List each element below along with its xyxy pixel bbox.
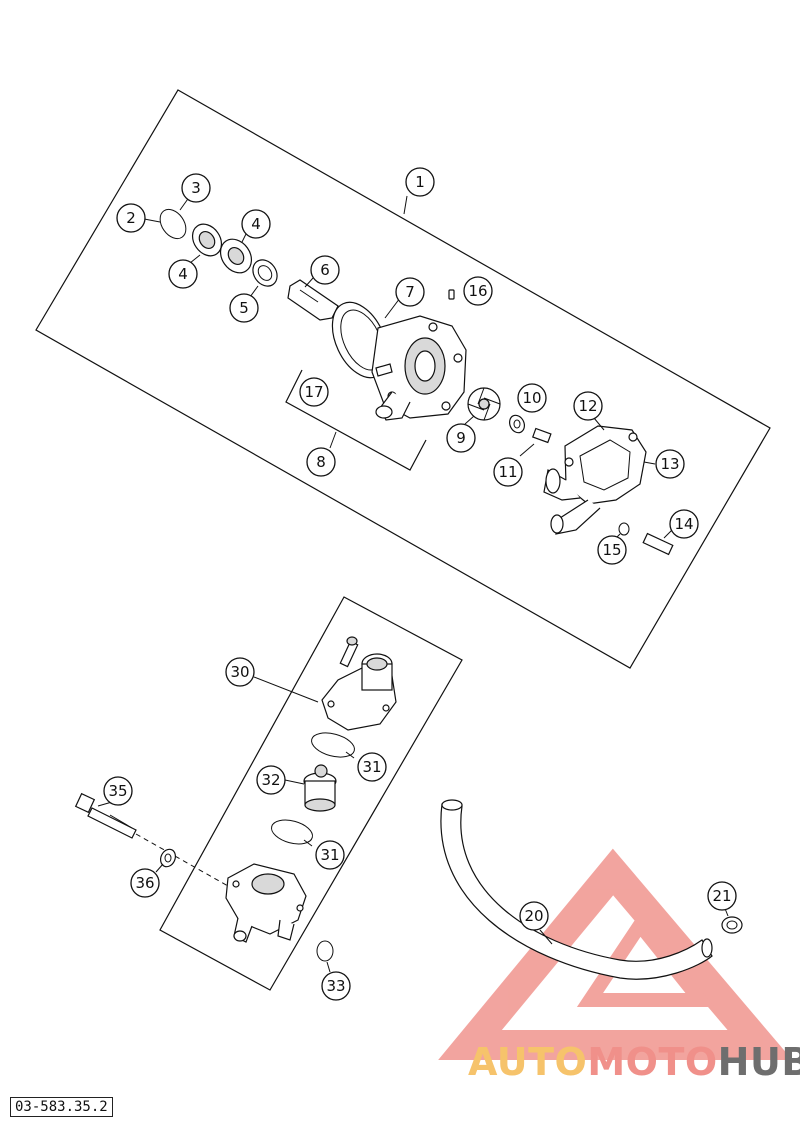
callout-15: 15 (597, 535, 627, 565)
drawing-code-label: 03-583.35.2 (10, 1097, 113, 1117)
svg-text:3: 3 (191, 179, 201, 197)
bolt-washer (155, 848, 176, 873)
callout-36: 36 (130, 868, 160, 898)
cover-screw (642, 529, 674, 556)
watermark-part-auto: AUTO (468, 1040, 588, 1084)
svg-text:10: 10 (522, 389, 541, 407)
callout-33: 33 (321, 971, 351, 1001)
svg-text:9: 9 (456, 429, 466, 447)
callout-6: 6 (310, 255, 340, 285)
watermark-wordmark: AUTOMOTOHUB (468, 1040, 800, 1084)
housing-o-ring (316, 940, 334, 973)
svg-text:31: 31 (362, 758, 381, 776)
svg-text:36: 36 (135, 874, 154, 892)
svg-text:32: 32 (261, 771, 280, 789)
impeller-washer (509, 414, 525, 434)
pump-cover (543, 417, 656, 535)
callout-4-lower: 4 (168, 259, 198, 289)
impeller-screw (519, 427, 552, 457)
svg-text:12: 12 (578, 397, 597, 415)
callout-21: 21 (707, 881, 737, 911)
callout-13: 13 (655, 449, 685, 479)
callout-35: 35 (103, 776, 133, 806)
svg-text:31: 31 (320, 846, 339, 864)
circlip (138, 195, 191, 240)
coolant-hose (440, 799, 713, 980)
hose-clamp (721, 905, 743, 934)
thermostat-group-frame (159, 596, 463, 991)
water-pump-group-frame (35, 89, 771, 669)
callout-8: 8 (306, 447, 336, 477)
callout-10: 10 (517, 383, 547, 413)
thermostat-housing (225, 863, 307, 943)
svg-text:21: 21 (712, 887, 731, 905)
watermark-part-moto: MOTO (587, 1040, 718, 1084)
callout-4-upper: 4 (241, 209, 271, 239)
callout-31-upper: 31 (357, 752, 387, 782)
svg-text:2: 2 (126, 209, 136, 227)
callout-3: 3 (181, 173, 211, 203)
callout-9: 9 (446, 423, 476, 453)
callout-11: 11 (493, 457, 523, 487)
callout-1: 1 (405, 167, 435, 197)
bearing-2 (219, 231, 253, 274)
bearing-1 (189, 223, 223, 264)
svg-text:17: 17 (304, 383, 323, 401)
svg-text:4: 4 (251, 215, 261, 233)
callout-31-lower: 31 (315, 840, 345, 870)
svg-text:35: 35 (108, 782, 127, 800)
callout-12: 12 (573, 391, 603, 421)
svg-text:33: 33 (326, 977, 345, 995)
thermostat-o-ring-top (311, 732, 355, 759)
thermostat-o-ring-bottom (271, 819, 313, 847)
svg-text:30: 30 (230, 663, 249, 681)
callout-14: 14 (669, 509, 699, 539)
callout-7: 7 (395, 277, 425, 307)
svg-text:20: 20 (524, 907, 543, 925)
svg-text:7: 7 (405, 283, 415, 301)
svg-text:11: 11 (498, 463, 517, 481)
svg-text:4: 4 (178, 265, 188, 283)
housing-subgroup-bracket (285, 369, 427, 471)
svg-text:14: 14 (674, 515, 693, 533)
svg-text:8: 8 (316, 453, 326, 471)
svg-text:5: 5 (239, 299, 249, 317)
pump-shaft (287, 277, 339, 321)
callout-17: 17 (299, 377, 329, 407)
thermostat-cover (321, 636, 397, 731)
svg-text:16: 16 (468, 282, 487, 300)
thermostat (284, 764, 337, 812)
impeller (464, 387, 501, 425)
housing-bolt (74, 792, 229, 887)
watermark-part-hub: HUB (717, 1040, 800, 1084)
callout-30: 30 (225, 657, 255, 687)
callout-20: 20 (519, 901, 549, 931)
dowel-pin (448, 289, 455, 300)
svg-text:15: 15 (602, 541, 621, 559)
shaft-seal (249, 259, 278, 298)
callout-16: 16 (463, 276, 493, 306)
svg-text:6: 6 (320, 261, 330, 279)
pump-housing (371, 315, 467, 421)
svg-text:1: 1 (415, 173, 425, 191)
svg-text:13: 13 (660, 455, 679, 473)
callout-5: 5 (229, 293, 259, 323)
callout-32: 32 (256, 765, 286, 795)
callout-2: 2 (116, 203, 146, 233)
